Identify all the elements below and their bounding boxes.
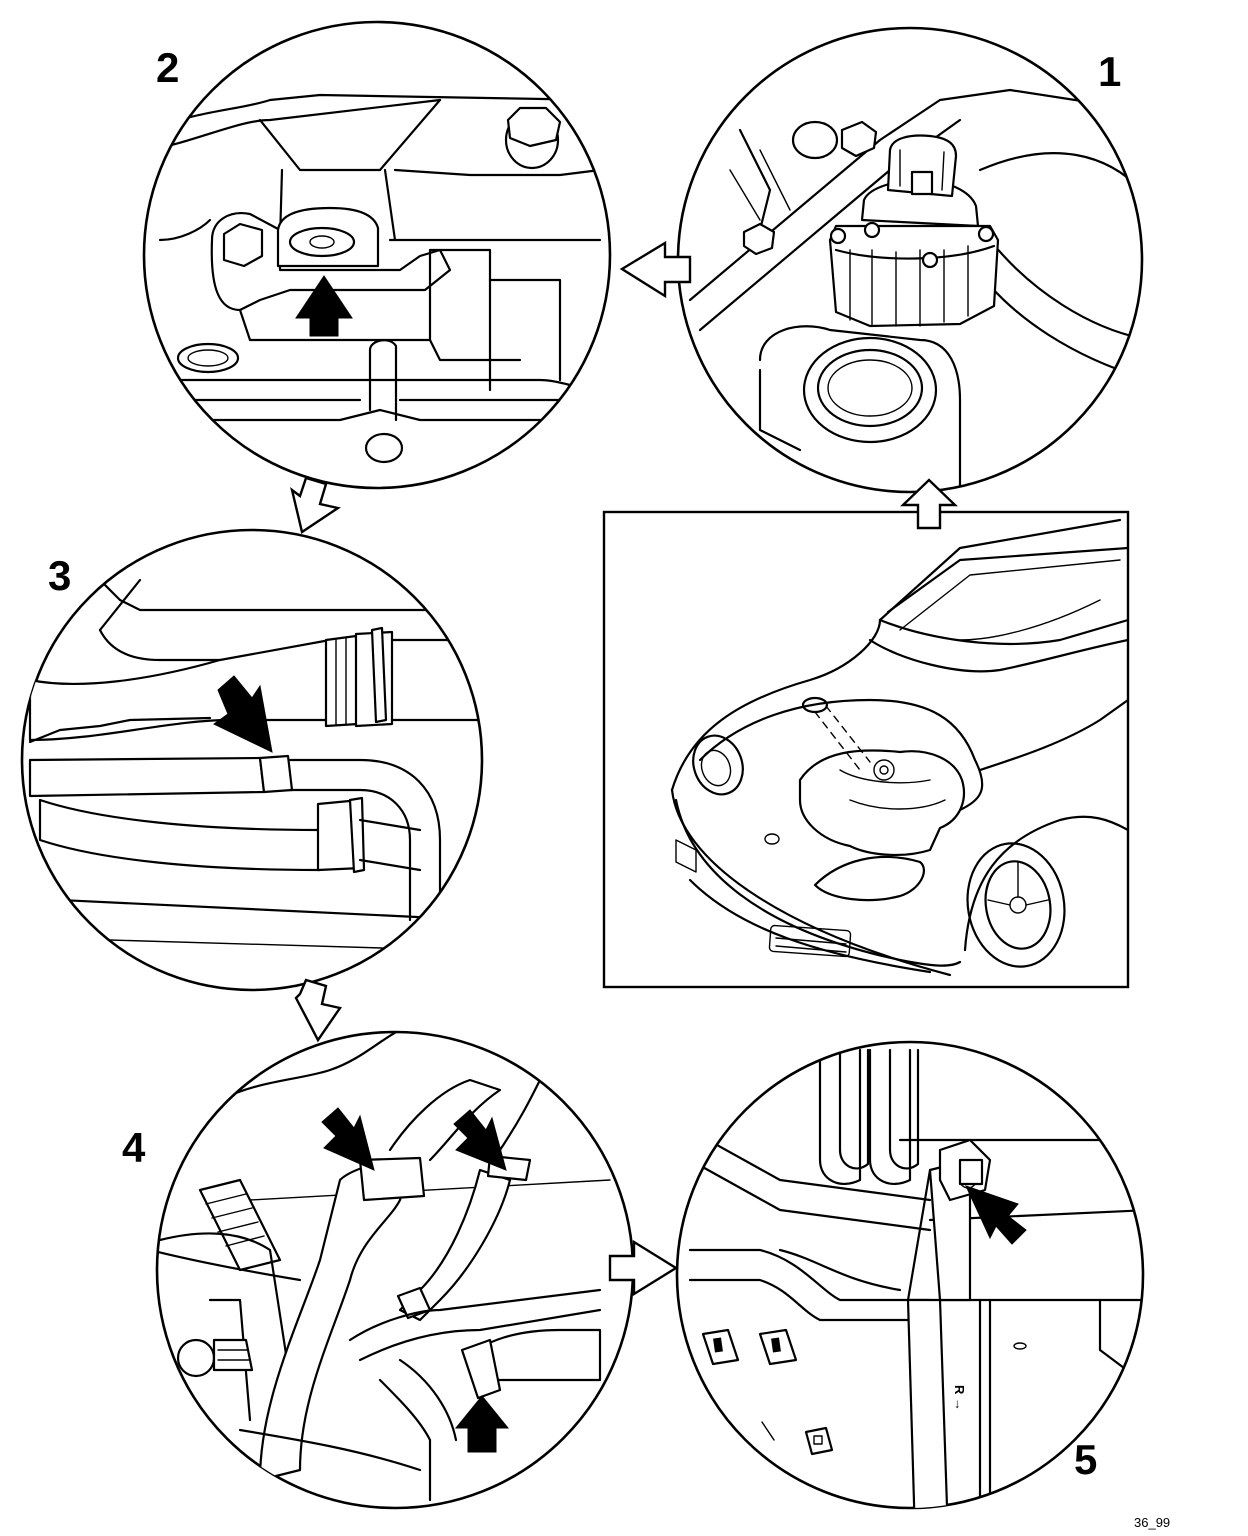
overview-panel	[602, 510, 1130, 989]
solid-arrow-icon	[454, 1395, 510, 1453]
detail-circle-1	[676, 26, 1144, 494]
step-label-2: 2	[156, 44, 179, 91]
detail-circle-5: R →	[675, 1040, 1145, 1510]
detail-circle-4	[155, 1030, 635, 1510]
marker-squares	[701, 1328, 834, 1456]
hollow-arrow-icon	[608, 1239, 679, 1297]
detail-circle-2	[142, 20, 612, 490]
solid-arrow-icon	[295, 275, 353, 337]
hollow-arrow-icon	[294, 978, 342, 1043]
solid-arrow-icon	[965, 1185, 1027, 1245]
hollow-arrow-icon	[290, 476, 342, 534]
car-front-illustration	[670, 518, 1128, 977]
step-label-4: 4	[122, 1124, 146, 1171]
hollow-arrow-icon	[619, 240, 692, 299]
figure-code: 36_99	[1134, 1515, 1170, 1530]
hollow-arrow-icon	[900, 478, 958, 530]
solid-arrow-icon	[213, 675, 273, 753]
solid-arrow-icon	[321, 1107, 375, 1171]
solid-arrow-icon	[453, 1109, 507, 1171]
step-label-3: 3	[48, 552, 71, 599]
rail-marking: R →	[952, 1385, 967, 1411]
step-label-5: 5	[1074, 1436, 1097, 1483]
detail-circle-3	[20, 528, 484, 992]
step-label-1: 1	[1098, 48, 1121, 95]
